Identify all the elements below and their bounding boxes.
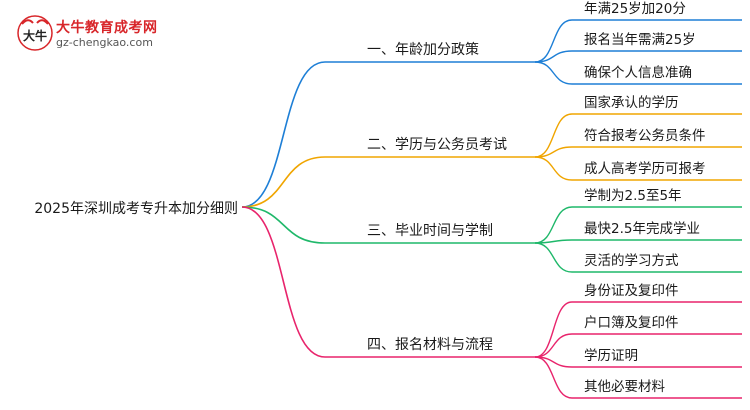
branch-connector [241, 206, 326, 358]
bull-logo-icon: 大牛 [17, 15, 53, 51]
site-logo: 大牛 大牛教育成考网 gz-chengkao.com [16, 14, 166, 54]
svg-text:大牛: 大牛 [23, 28, 47, 43]
leaf-connector [534, 242, 573, 273]
logo-url: gz-chengkao.com [56, 36, 153, 49]
leaf-item: 学历证明 [584, 348, 638, 364]
leaf-item: 报名当年需满25岁 [584, 32, 696, 48]
leaf-item: 身份证及复印件 [584, 282, 679, 299]
leaf-item: 灵活的学习方式 [584, 253, 679, 269]
branch-label: 四、报名材料与流程 [367, 337, 493, 353]
leaf-item: 成人高考学历可报考 [584, 160, 706, 177]
leaf-item: 学制为2.5至5年 [584, 188, 682, 204]
leaf-item: 其他必要材料 [584, 379, 665, 395]
leaf-connector [534, 301, 573, 358]
root-label: 2025年深圳成考专升本加分细则 [34, 201, 238, 217]
branch-label: 二、学历与公务员考试 [367, 137, 507, 153]
branch-label: 三、毕业时间与学制 [367, 223, 493, 239]
leaf-item: 符合报考公务员条件 [584, 127, 706, 144]
leaf-connector [534, 206, 573, 244]
branch-connector [241, 61, 326, 208]
leaf-connector [534, 19, 573, 63]
logo-title: 大牛教育成考网 [56, 20, 158, 36]
leaf-item: 国家承认的学历 [584, 94, 679, 111]
leaf-connector [534, 156, 573, 181]
leaf-connector [534, 61, 573, 85]
leaf-connector [534, 356, 573, 399]
leaf-item: 户口簿及复印件 [584, 314, 679, 331]
leaf-connector [534, 113, 573, 158]
leaf-item: 最快2.5年完成学业 [584, 221, 700, 237]
leaf-item: 年满25岁加20分 [584, 1, 686, 17]
branch-connector [241, 206, 326, 244]
leaf-item: 确保个人信息准确 [584, 64, 692, 81]
leaf-connector [534, 50, 573, 63]
leaf-connector [534, 333, 573, 358]
branch-label: 一、年龄加分政策 [367, 41, 479, 58]
branch-connector [241, 156, 326, 208]
